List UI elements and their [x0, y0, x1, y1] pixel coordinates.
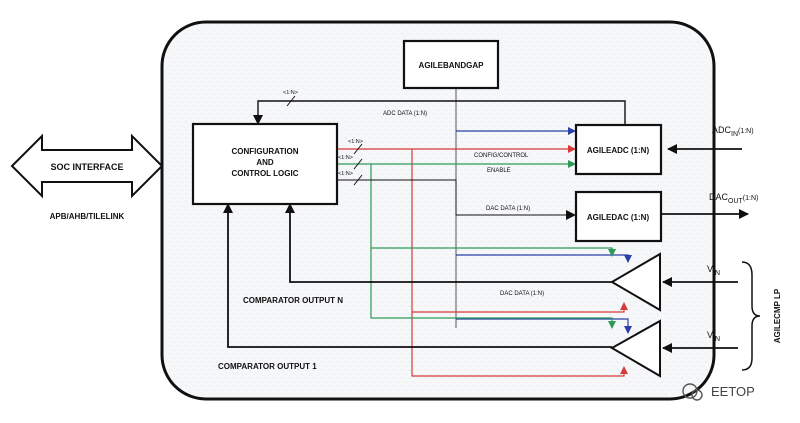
comparator-1	[609, 319, 661, 378]
config-label-line3: CONTROL LOGIC	[232, 169, 299, 178]
adc-label: AGILEADC (1:N)	[587, 146, 650, 155]
bus-width-2-label: <1:N>	[338, 155, 353, 161]
watermark-text: EETOP	[711, 384, 755, 399]
adc-in-label: ADCIN(1:N)	[712, 125, 754, 138]
adc-block	[574, 123, 663, 176]
bandgap-block	[402, 39, 500, 90]
comparator-output-n-line	[285, 203, 612, 283]
adc-data-feedback	[253, 100, 626, 125]
config-block	[191, 122, 339, 206]
config-control-label: CONFIG/CONTROL	[474, 153, 529, 159]
bus-label: APB/AHB/TILELINK	[50, 212, 125, 221]
comparator-output-1-line	[223, 203, 612, 348]
soc-interface-label: SOC INTERFACE	[50, 162, 123, 172]
enable-label: ENABLE	[487, 168, 511, 174]
watermark: EETOP	[682, 383, 755, 401]
adc-data-label: ADC DATA (1:N)	[383, 111, 427, 117]
dac-block	[574, 190, 663, 243]
blue-signal-lines	[456, 127, 632, 334]
dac-label: AGILEDAC (1:N)	[587, 213, 650, 222]
dac-out-label: DACOUT(1:N)	[709, 192, 758, 205]
black-signal-lines	[337, 179, 576, 220]
vin-bottom-label: VIN	[707, 330, 720, 343]
bus-width-adc-label: <1:N>	[283, 90, 298, 96]
green-signal-lines	[337, 160, 616, 329]
comparator-output-n-label: COMPARATOR OUTPUT N	[243, 296, 343, 305]
red-signal-lines	[337, 145, 628, 377]
dac-data-lower-label: DAC DATA (1:N)	[500, 291, 544, 297]
group-label: AGILECMP LP	[773, 288, 782, 343]
config-label-line2: AND	[256, 158, 274, 167]
bus-ticks	[353, 143, 363, 186]
vin-top-label: VIN	[707, 264, 720, 277]
comparator-n	[610, 252, 661, 312]
dac-data-upper-label: DAC DATA (1:N)	[486, 206, 530, 212]
soc-interface-arrow	[10, 133, 164, 199]
comparator-output-1-label: COMPARATOR OUTPUT 1	[218, 362, 317, 371]
bus-width-3-label: <1:N>	[338, 171, 353, 177]
config-label-line1: CONFIGURATION	[232, 147, 299, 156]
group-brace	[741, 261, 761, 371]
bandgap-label: AGILEBANDGAP	[419, 61, 485, 70]
bus-width-1-label: <1:N>	[348, 139, 363, 145]
